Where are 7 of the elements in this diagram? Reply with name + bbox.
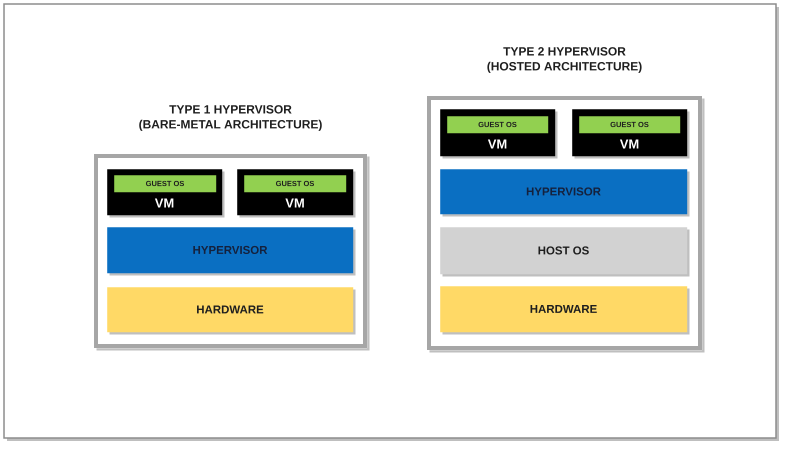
hypervisor-layer: HYPERVISOR xyxy=(440,169,690,216)
heading: TYPE 1 HYPERVISOR (BARE-METAL ARCHITECTURE) xyxy=(139,105,322,131)
hardware-layer: HARDWARE xyxy=(107,287,356,334)
hardware-layer: HARDWARE xyxy=(440,286,690,334)
hypervisor-layer: HYPERVISOR xyxy=(107,227,356,276)
host-os-layer: HOST OS xyxy=(440,227,690,276)
heading: TYPE 2 HYPERVISOR (HOSTED ARCHITECTURE) xyxy=(487,47,642,73)
